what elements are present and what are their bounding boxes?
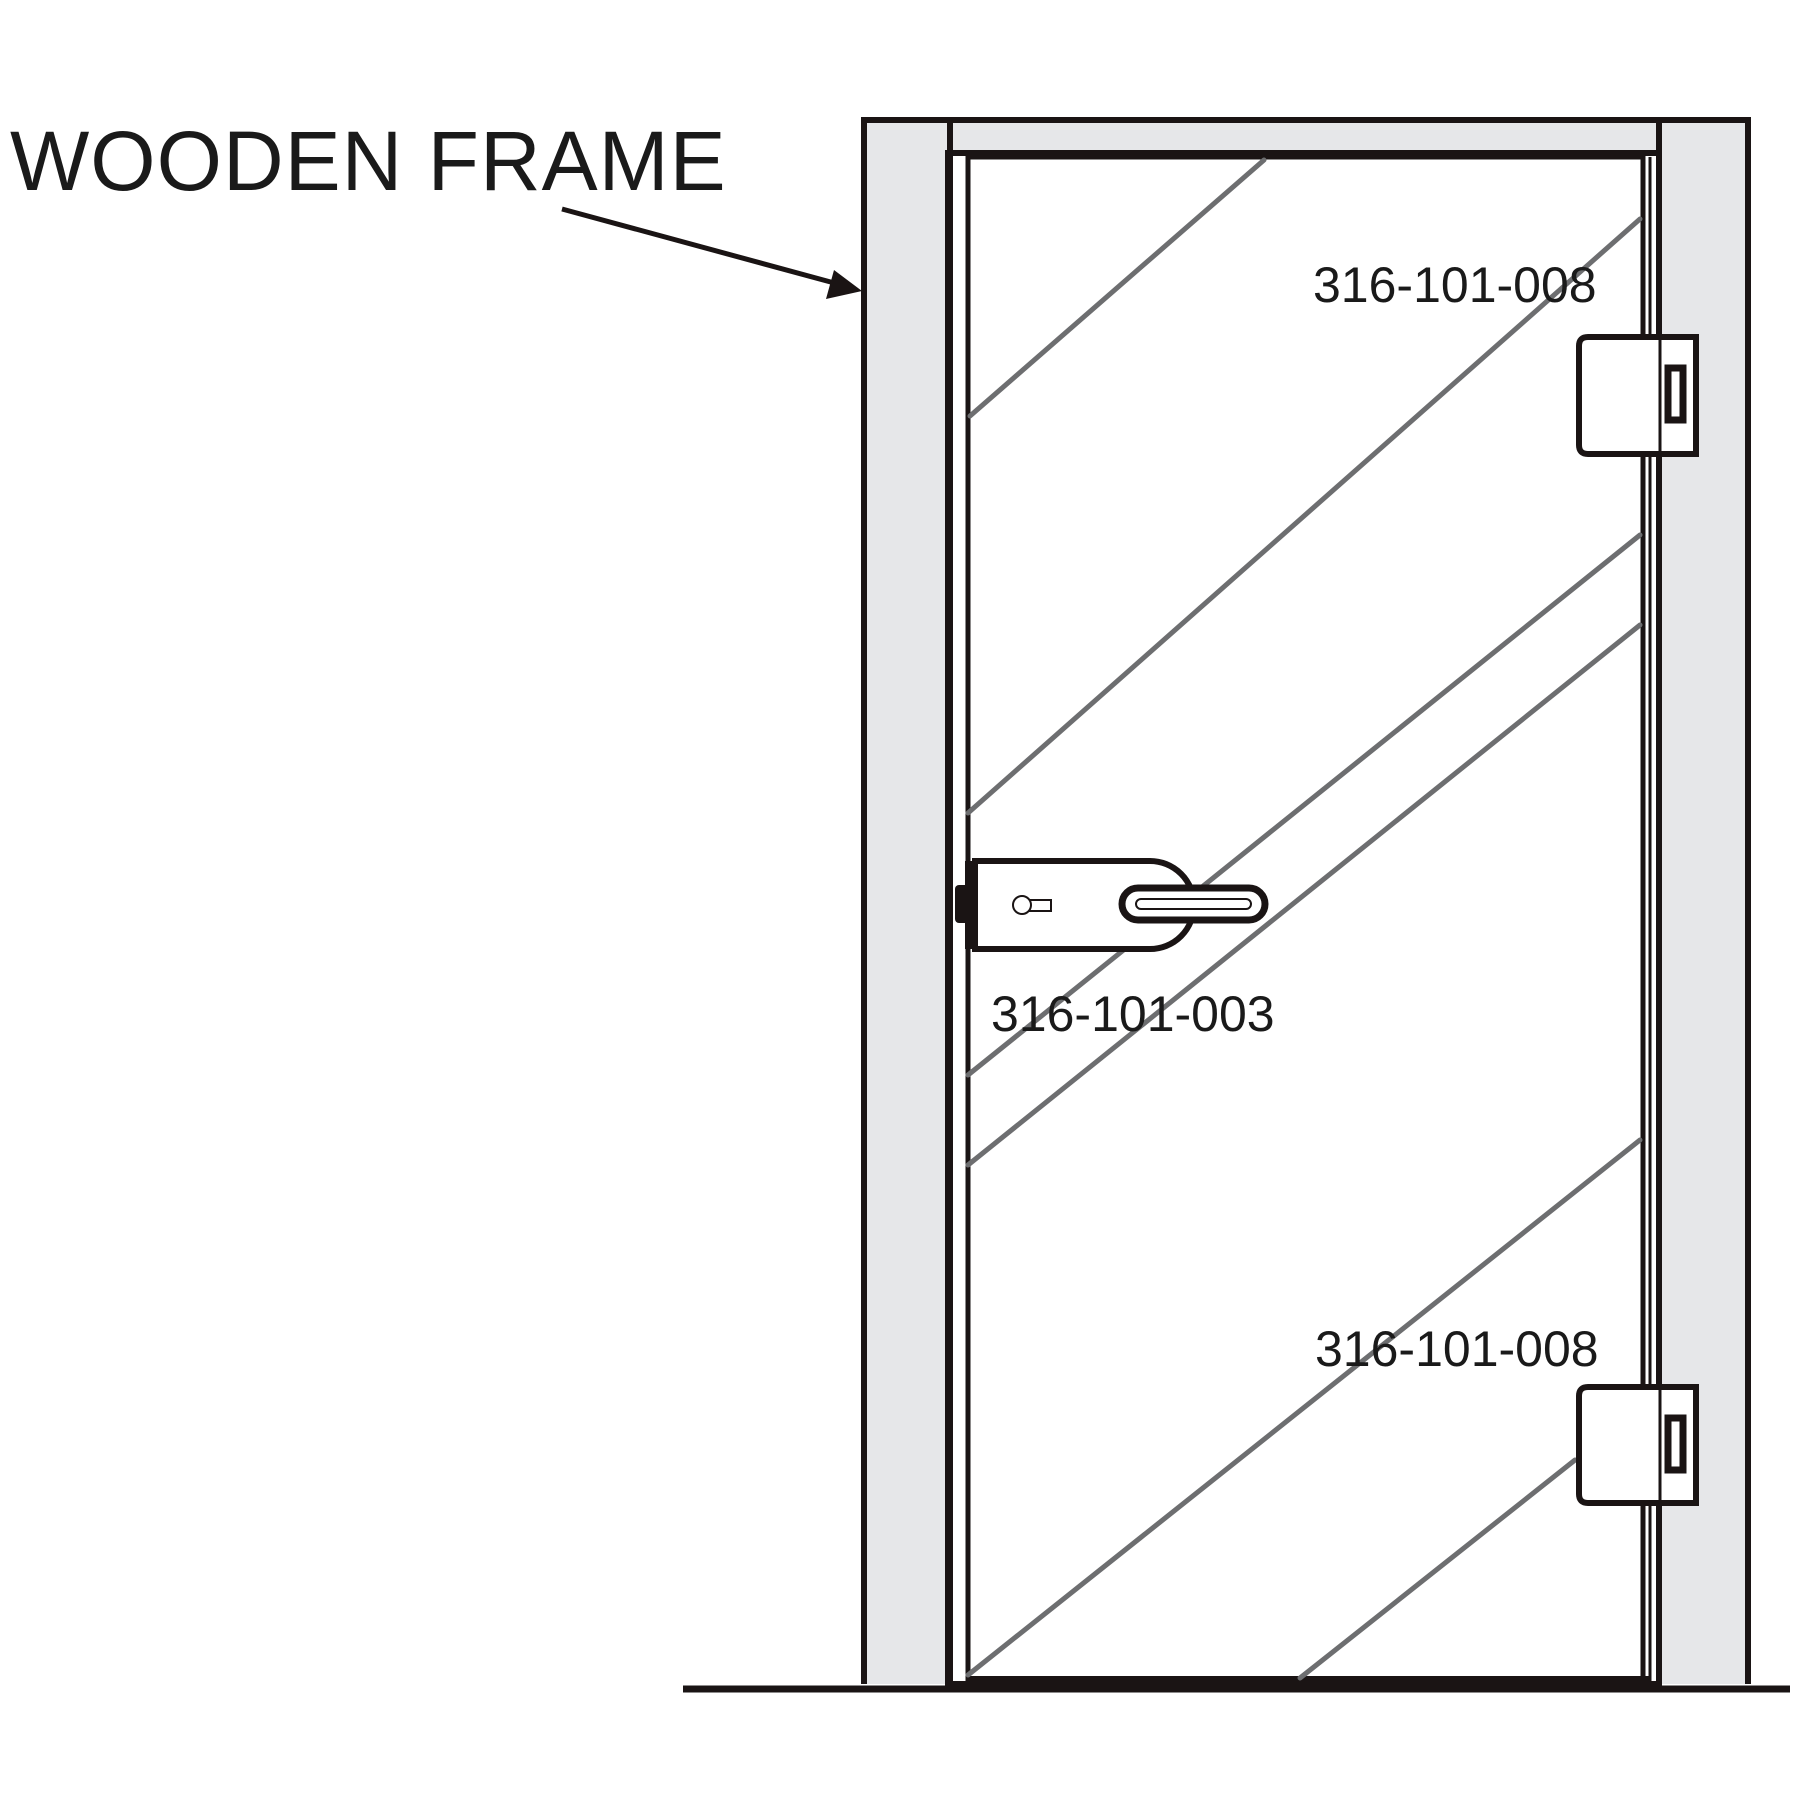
frame-callout-arrow — [561, 206, 862, 299]
frame-top-rebate — [951, 151, 1656, 155]
lever-handle-icon — [1118, 884, 1269, 924]
glass-streak — [965, 622, 1643, 1168]
hinge-bottom-part-number: 316-101-008 — [1315, 1321, 1599, 1377]
keyhole-icon — [1012, 895, 1052, 915]
hinge-top-part-number: 316-101-008 — [1313, 257, 1597, 313]
glass-streak — [965, 1137, 1643, 1678]
hinge-top — [1576, 334, 1699, 457]
door-lock — [955, 858, 1269, 952]
glass-streak — [1297, 1457, 1578, 1681]
lock-part-number: 316-101-003 — [991, 986, 1275, 1042]
hinge-bottom-slot — [1664, 1414, 1687, 1474]
glass-reflection-streaks — [965, 157, 1643, 1681]
glass-streak — [967, 157, 1267, 419]
glass-streak — [965, 532, 1643, 1078]
frame-callout-label: WOODEN FRAME — [10, 114, 727, 208]
hinge-bottom — [1576, 1384, 1699, 1506]
glass-streak — [965, 216, 1643, 816]
lever-handle-inner — [1135, 898, 1252, 910]
hinge-top-slot — [1664, 364, 1687, 424]
